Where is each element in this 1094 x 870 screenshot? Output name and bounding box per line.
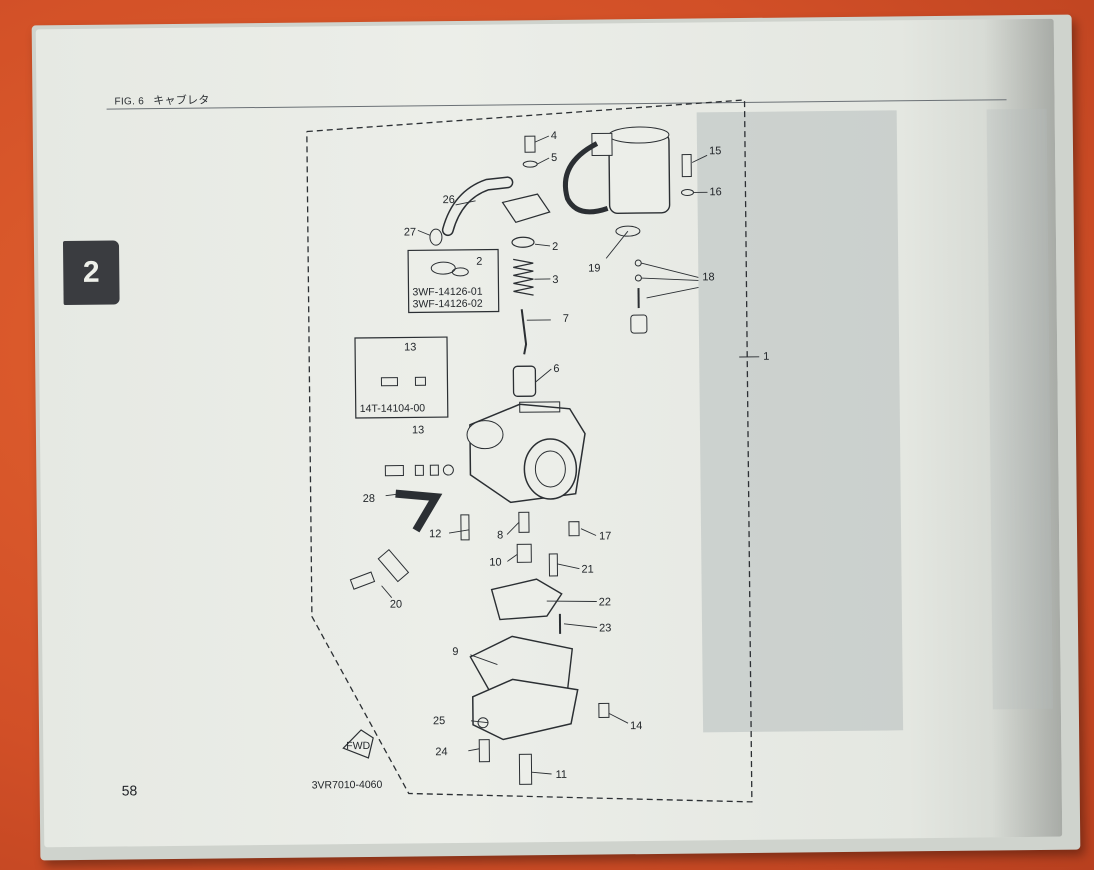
screw-part-17 [568,521,580,537]
callout-10: 10 [489,557,501,569]
inset-box-needle-kit: 2 3WF-14126-01 3WF-14126-02 [407,248,500,314]
callout-17: 17 [599,530,611,542]
callout-16: 16 [709,186,721,198]
float-bowl-part [472,678,579,741]
callout-19: 19 [588,262,600,274]
callout-23: 23 [599,622,611,634]
drain-screw-part-14 [598,702,610,718]
carburetor-body [466,401,586,504]
callout-9: 9 [452,646,458,658]
fwd-arrow-icon: FWD [342,729,374,759]
callout-18: 18 [702,271,714,283]
callout-8: 8 [497,529,503,541]
callout-26: 26 [442,194,454,206]
callout-6: 6 [553,363,559,375]
gasket-part-2 [511,236,535,248]
callout-22: 22 [599,596,611,608]
manual-page: FIG. 6 キャブレタ 2 58 [35,18,1063,848]
needle-kit-code-2: 3WF-14126-02 [413,298,483,311]
cap-part-27 [429,228,443,246]
callout-24: 24 [435,746,447,758]
auto-choke-part [562,126,671,237]
callout-11: 11 [556,769,568,781]
jet-part-8 [518,511,530,533]
fitting-part-20 [349,548,410,590]
callout-14: 14 [630,720,642,732]
choke-plunger-parts-18 [630,259,648,334]
screw-part-4 [524,135,536,153]
top-cap-part [501,193,551,224]
callout-21: 21 [581,564,593,576]
callout-5: 5 [551,152,557,164]
callout-25: 25 [433,715,445,727]
washer-part-5 [522,160,538,168]
callout-15: 15 [709,145,721,157]
callout-7: 7 [563,313,569,325]
needle-valve-part-21 [548,553,559,577]
jet-kit-code: 14T-14104-00 [360,402,426,415]
inset-box-jet-kit: 14T-14104-00 [354,336,449,419]
callout-28: 28 [363,493,375,505]
callout-20: 20 [390,599,402,611]
screw-part-12 [460,514,470,541]
callout-3: 3 [552,274,558,286]
callout-4: 4 [551,130,557,142]
spring-part-3 [513,258,534,296]
piston-part-6 [512,365,537,397]
pilot-screw-parts-13 [384,464,454,477]
jet-part-10 [516,543,532,563]
assembly-boundary [306,99,753,803]
needle-kit-code-1: 3WF-14126-01 [412,286,482,299]
washer-part-16 [680,189,694,197]
float-part-22 [490,578,563,621]
callout-13a: 13 [404,341,416,353]
callout-2: 2 [552,241,558,253]
diagram-code: 3VR7010-4060 [312,779,383,792]
callout-27: 27 [404,226,416,238]
callout-12: 12 [429,528,441,540]
callout-1: 1 [763,351,769,363]
fuel-pipe-part [441,176,514,237]
leader-lines [381,135,760,775]
screw-part-15 [681,153,692,178]
carburetor-exploded-diagram: 1 2 3 4 5 6 7 8 9 10 11 12 13 13 14 15 1… [306,99,769,803]
needle-part-7 [520,309,528,355]
callout-2-inset: 2 [476,256,482,268]
screw-part-24 [478,739,490,763]
fwd-label: FWD [346,740,370,752]
callout-13b: 13 [412,424,424,436]
drain-pipe-part-11 [518,753,533,785]
hose-part-28 [395,489,443,533]
